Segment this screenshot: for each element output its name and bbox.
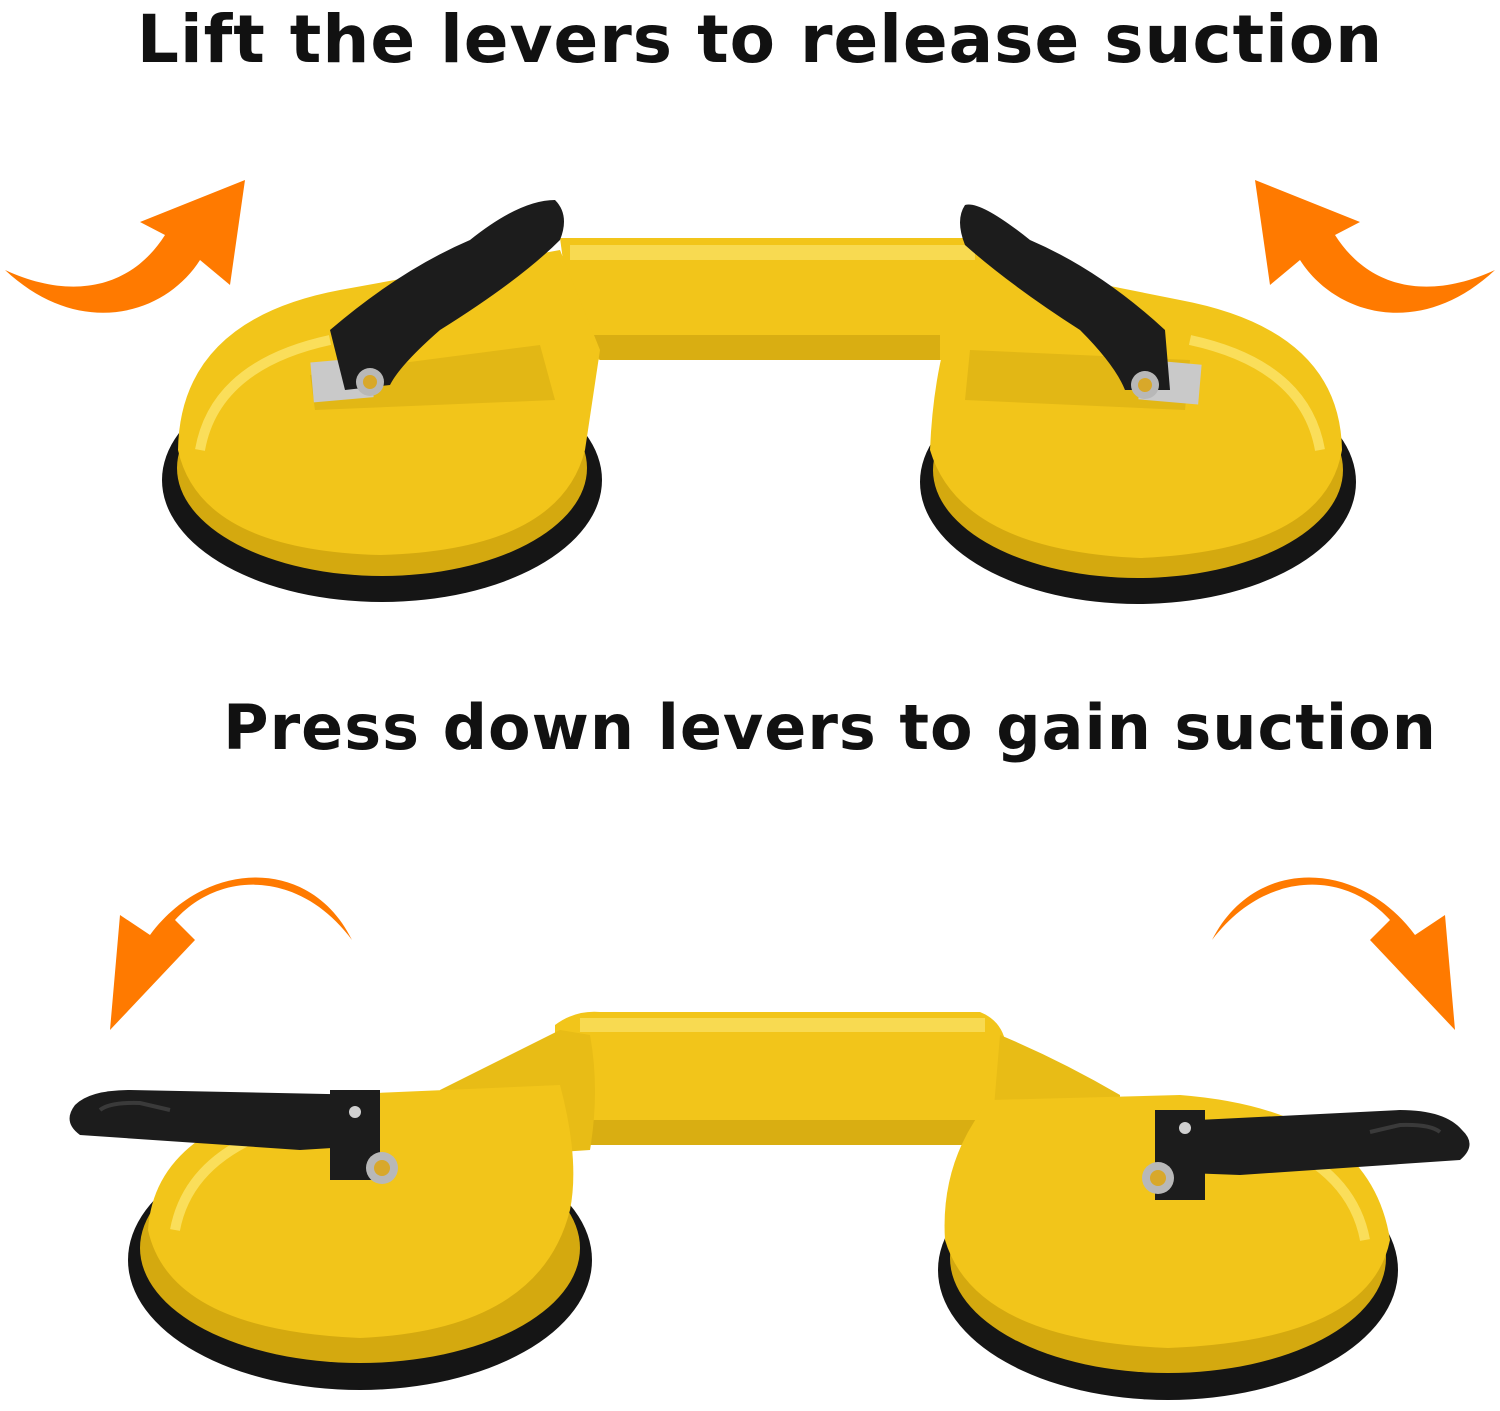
release-lever (960, 204, 1170, 390)
suction-cup-body (148, 1085, 574, 1338)
pressed-levers-illustration (0, 860, 1500, 1411)
curved-arrow-down-icon (1212, 877, 1455, 1030)
suction-cup-body (930, 260, 1342, 558)
suction-lifter-pressed (69, 877, 1470, 1400)
curved-arrow-up-icon (5, 180, 245, 313)
release-lever (330, 200, 564, 390)
handle-bar (560, 238, 985, 360)
handle-bar (555, 1011, 1005, 1145)
curved-arrow-up-icon (1255, 180, 1495, 313)
lifted-levers-illustration (0, 150, 1500, 620)
suction-lifter-lifted (5, 180, 1495, 604)
curved-arrow-down-icon (110, 877, 352, 1030)
gain-caption: Press down levers to gain suction (223, 691, 1437, 764)
release-caption: Lift the levers to release suction (136, 1, 1384, 78)
